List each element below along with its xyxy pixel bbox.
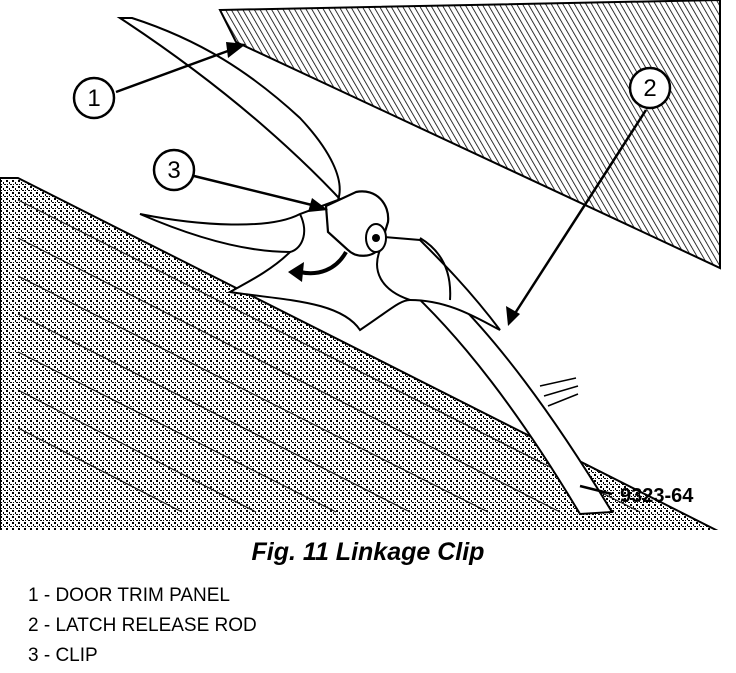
- legend-item-latch-release-rod: 2 - LATCH RELEASE ROD: [28, 615, 257, 636]
- callout-1-label: 1: [87, 85, 100, 112]
- figure-reference-code: 9323-64: [620, 485, 694, 507]
- linkage-clip: [324, 190, 390, 257]
- rotation-arrow: [288, 250, 348, 282]
- callout-1: 1: [72, 76, 116, 120]
- callout-arrowheads: [226, 42, 520, 326]
- callout-3: 3: [152, 148, 196, 192]
- callout-2-label: 2: [643, 75, 656, 102]
- callout-leaders: [115, 46, 648, 496]
- callout-3-label: 3: [167, 157, 180, 184]
- legend-item-door-trim-panel: 1 - DOOR TRIM PANEL: [28, 585, 230, 606]
- legend-item-clip: 3 - CLIP: [28, 645, 98, 666]
- figure-caption: Fig. 11 Linkage Clip: [251, 538, 485, 566]
- linkage-clip-illustration: 1 2 3 9323-64: [0, 0, 721, 530]
- door-frame-edge: [218, 0, 721, 270]
- hand: [116, 17, 501, 332]
- callout-2: 2: [628, 66, 672, 110]
- figure-legend: 1 - DOOR TRIM PANEL 2 - LATCH RELEASE RO…: [28, 583, 257, 673]
